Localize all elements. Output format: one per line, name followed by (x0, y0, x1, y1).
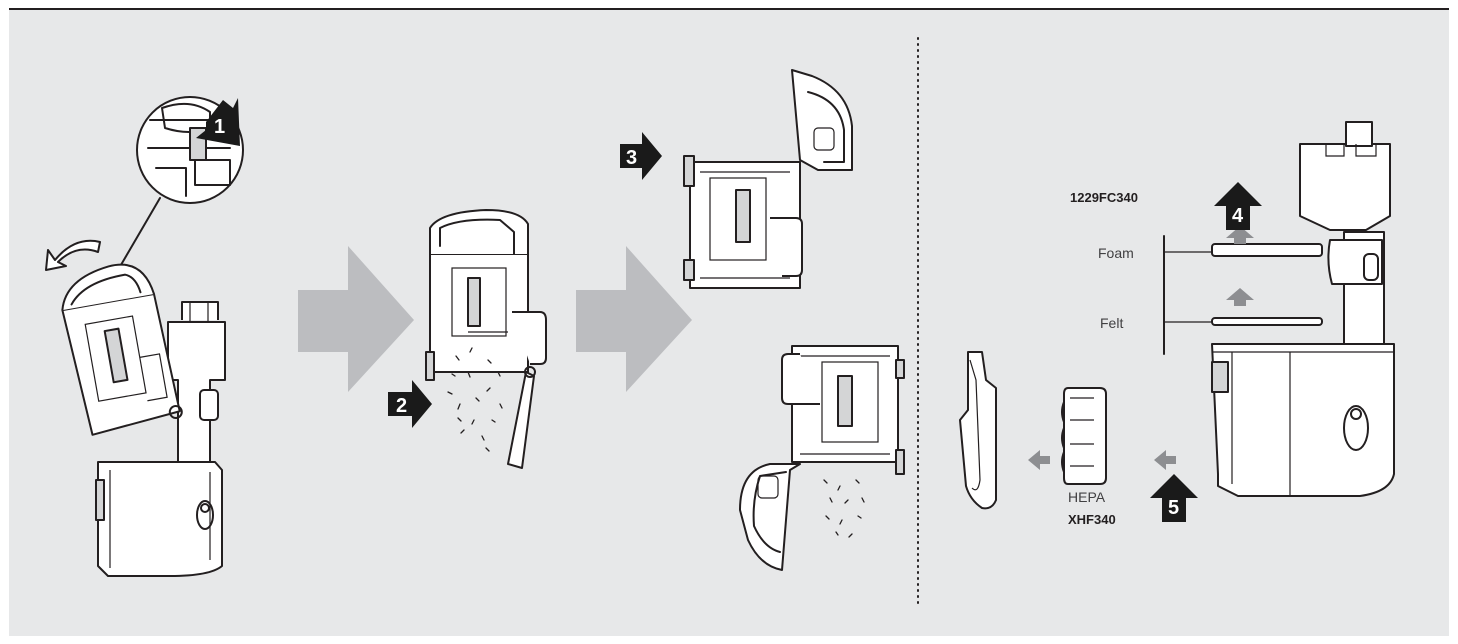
step-3-number: 3 (626, 147, 637, 169)
step-1-number: 1 (214, 116, 225, 138)
hepa-part-number: XHF340 (1068, 512, 1116, 527)
debris-particles-3 (823, 479, 865, 538)
foam-filter (1211, 243, 1323, 257)
felt-remove-arrow (1226, 288, 1254, 306)
hepa-label: HEPA (1068, 489, 1106, 505)
rotate-arrow-icon (45, 239, 101, 271)
bin-step2-illustration: 2 (388, 209, 547, 469)
hepa-filter (1063, 387, 1107, 485)
felt-label: Felt (1100, 315, 1123, 331)
step-5-badge (1150, 474, 1198, 522)
flow-arrow-2 (576, 246, 692, 392)
flow-arrow-1 (298, 246, 414, 392)
foam-remove-arrow (1226, 226, 1254, 244)
step-2-badge (388, 380, 432, 428)
step-4-number: 4 (1232, 205, 1244, 227)
bin-step3-bottom-illustration (739, 345, 905, 571)
step-3-badge (620, 132, 662, 180)
foam-label: Foam (1098, 245, 1134, 261)
debris-particles (447, 347, 503, 452)
hepa-insert-arrow (1154, 450, 1176, 470)
bin-step3-top-illustration: 3 (620, 69, 853, 289)
filters-illustration: 4 5 1229FC340 Foam Felt HEPA XHF340 (959, 121, 1395, 527)
foam-felt-part-number: 1229FC340 (1070, 190, 1138, 205)
step-1-badge (196, 98, 240, 146)
step-5-number: 5 (1168, 497, 1179, 519)
hepa-remove-arrow (1028, 450, 1050, 470)
step-4-badge (1214, 182, 1262, 230)
step-2-number: 2 (396, 395, 407, 417)
vacuum-step1-illustration: 1 (45, 96, 244, 577)
felt-filter (1211, 317, 1323, 326)
